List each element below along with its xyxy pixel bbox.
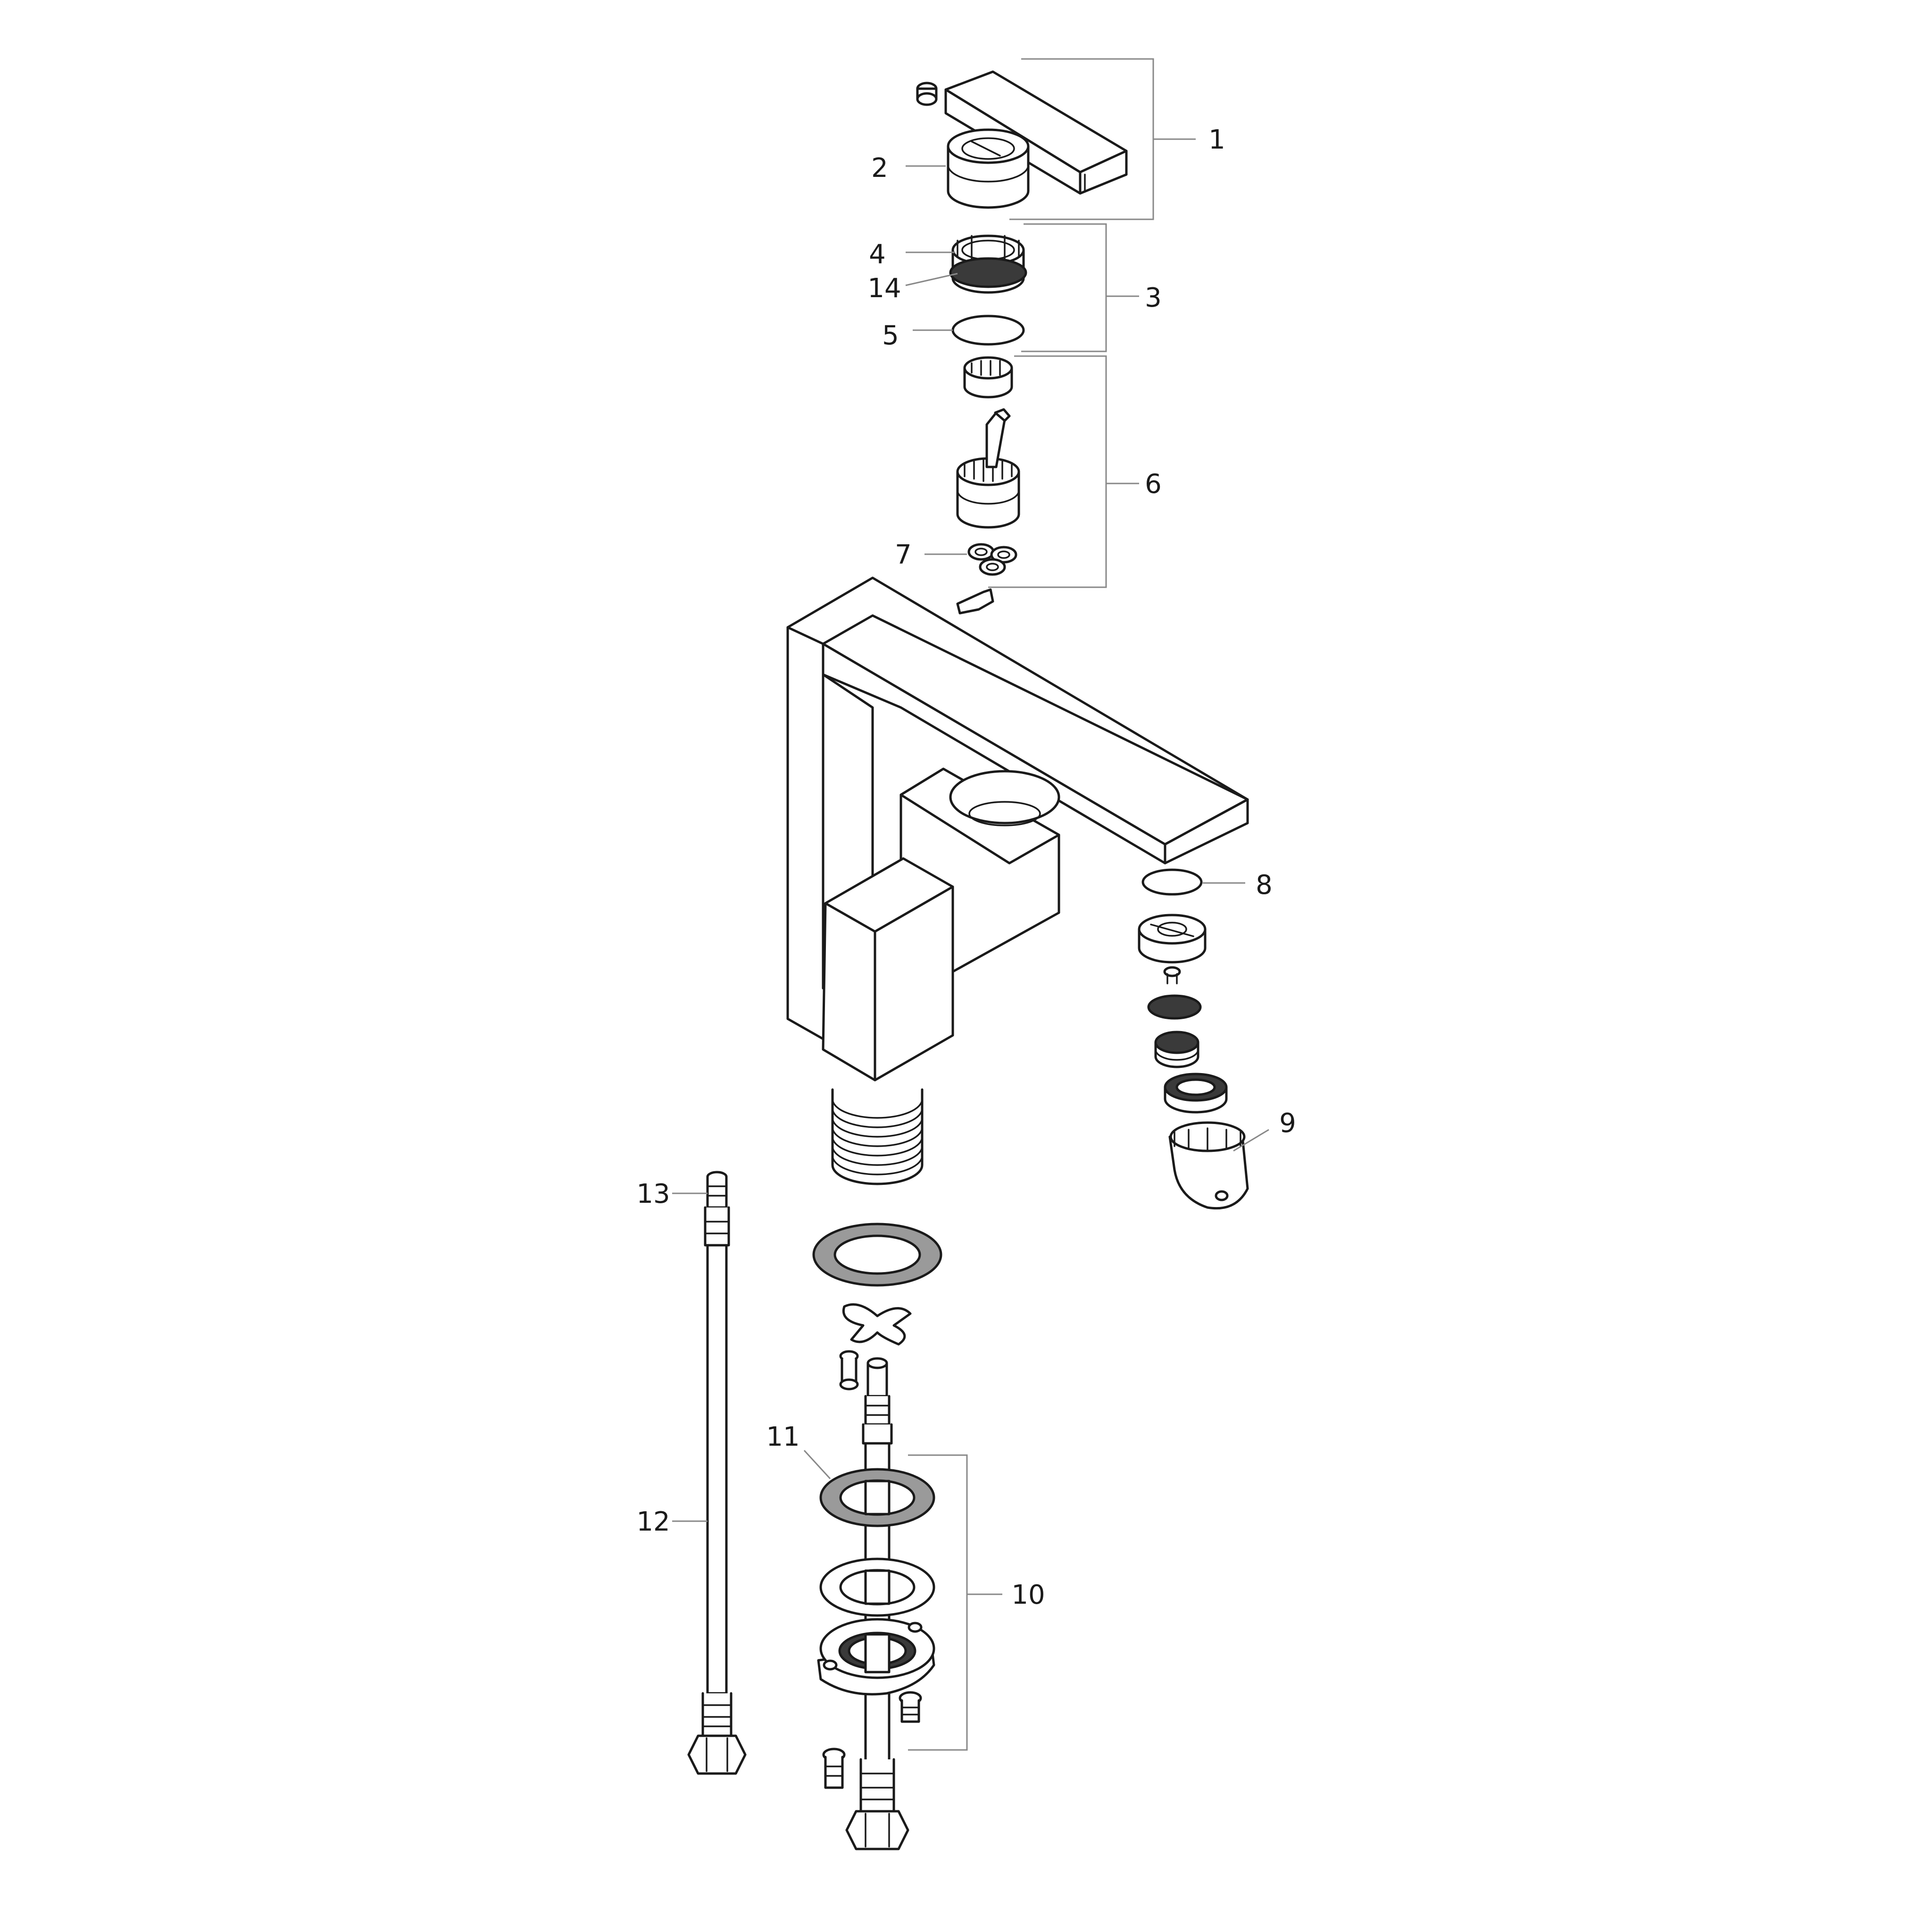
mounting-stud-screw[interactable]	[839, 1350, 859, 1391]
callout-10: 10	[1011, 1580, 1045, 1610]
base-gasket[interactable]	[812, 1223, 942, 1287]
handle-adapter[interactable]	[947, 128, 1030, 209]
supply-hose-left[interactable]	[687, 1171, 747, 1775]
aerator-adapter[interactable]	[1168, 1121, 1249, 1210]
bracket-3	[1021, 223, 1107, 352]
cartridge-body[interactable]	[956, 408, 1020, 529]
callout-13: 13	[636, 1179, 670, 1209]
callout-3: 3	[1145, 283, 1162, 313]
faucet-body[interactable]	[786, 576, 1249, 1185]
mounting-clip[interactable]	[842, 1303, 912, 1346]
cartridge-clip[interactable]	[956, 588, 994, 615]
callout-11: 11	[766, 1422, 799, 1452]
mounting-plate[interactable]	[817, 1618, 935, 1696]
cartridge-seals[interactable]	[967, 543, 1017, 576]
callout-14: 14	[867, 273, 901, 304]
callout-1: 1	[1208, 125, 1225, 155]
aerator-ring[interactable]	[1164, 1073, 1228, 1114]
aerator-housing[interactable]	[1138, 914, 1207, 964]
mounting-washer-gray[interactable]	[819, 1468, 935, 1527]
handle-set-screw[interactable]	[916, 82, 938, 106]
aerator-gasket[interactable]	[1147, 994, 1202, 1020]
mounting-bolt-right[interactable]	[899, 1691, 922, 1723]
thrust-ring[interactable]	[951, 315, 1025, 346]
bracket-6	[988, 355, 1107, 588]
callout-9: 9	[1279, 1108, 1296, 1139]
nut-o-ring[interactable]	[949, 257, 1027, 288]
callout-6: 6	[1145, 469, 1162, 500]
aerator-insert[interactable]	[1154, 1031, 1199, 1068]
spout-o-ring[interactable]	[1141, 868, 1203, 896]
mounting-bolt-left[interactable]	[822, 1748, 846, 1789]
callout-5: 5	[882, 320, 899, 351]
callout-7: 7	[895, 540, 912, 570]
mounting-washer[interactable]	[819, 1557, 935, 1617]
callout-8: 8	[1256, 870, 1273, 900]
aerator-screw[interactable]	[1163, 966, 1181, 984]
callout-4: 4	[869, 239, 886, 270]
bracket-10	[908, 1454, 968, 1751]
callout-12: 12	[636, 1507, 670, 1537]
callout-2: 2	[871, 153, 888, 183]
leader-lines	[672, 138, 1269, 1595]
cartridge-cap[interactable]	[963, 356, 1013, 399]
